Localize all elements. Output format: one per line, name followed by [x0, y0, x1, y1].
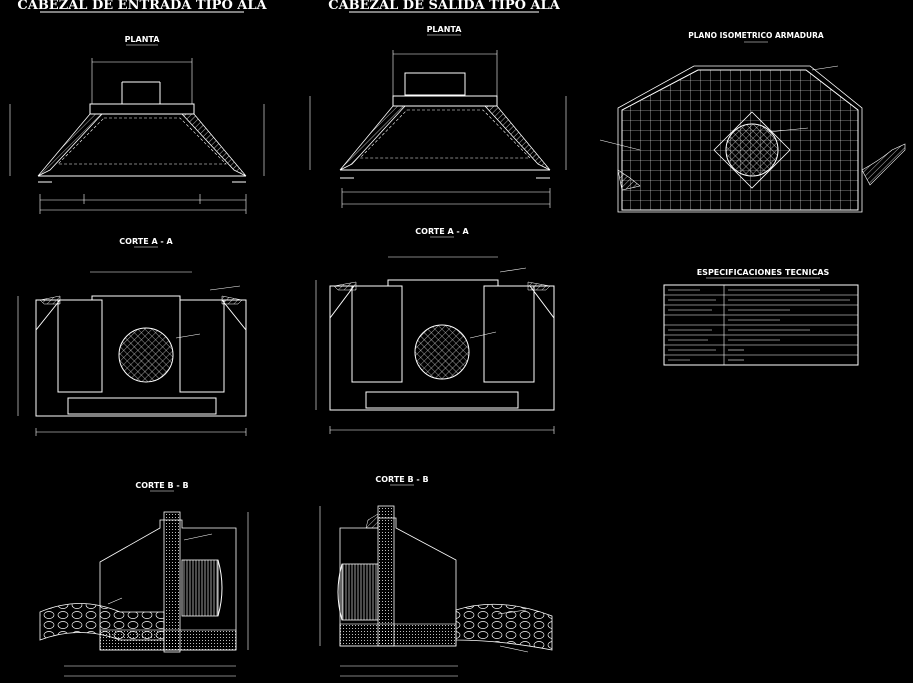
- outlet-plan-view: PLANTA: [309, 25, 567, 208]
- specifications-table: ESPECIFICACIONES TECNICAS: [663, 268, 859, 366]
- inlet-headwall-title: CABEZAL DE ENTRADA TIPO ALA: [17, 0, 267, 13]
- outlet-plan-label: PLANTA: [427, 25, 463, 34]
- outlet-section-a-view: CORTE A - A: [315, 227, 555, 434]
- inlet-section-b-label: CORTE B - B: [135, 481, 188, 490]
- isometric-reinforcement-view: PLANO ISOMETRICO ARMADURA: [599, 31, 906, 213]
- inlet-plan-view: PLANTA: [9, 35, 265, 214]
- inlet-section-b-view: CORTE B - B: [39, 481, 249, 677]
- inlet-section-a-label: CORTE A - A: [119, 237, 173, 246]
- outlet-section-b-label: CORTE B - B: [375, 475, 428, 484]
- outlet-section-a-label: CORTE A - A: [415, 227, 469, 236]
- spec-table-fill-lines: [668, 289, 850, 361]
- inlet-section-a-view: CORTE A - A: [17, 237, 247, 436]
- specs-title: ESPECIFICACIONES TECNICAS: [697, 268, 830, 277]
- outlet-section-b-view: CORTE B - B: [319, 475, 553, 677]
- inlet-plan-label: PLANTA: [125, 35, 161, 44]
- outlet-headwall-title: CABEZAL DE SALIDA TIPO ALA: [328, 0, 560, 13]
- isometric-title: PLANO ISOMETRICO ARMADURA: [688, 31, 824, 40]
